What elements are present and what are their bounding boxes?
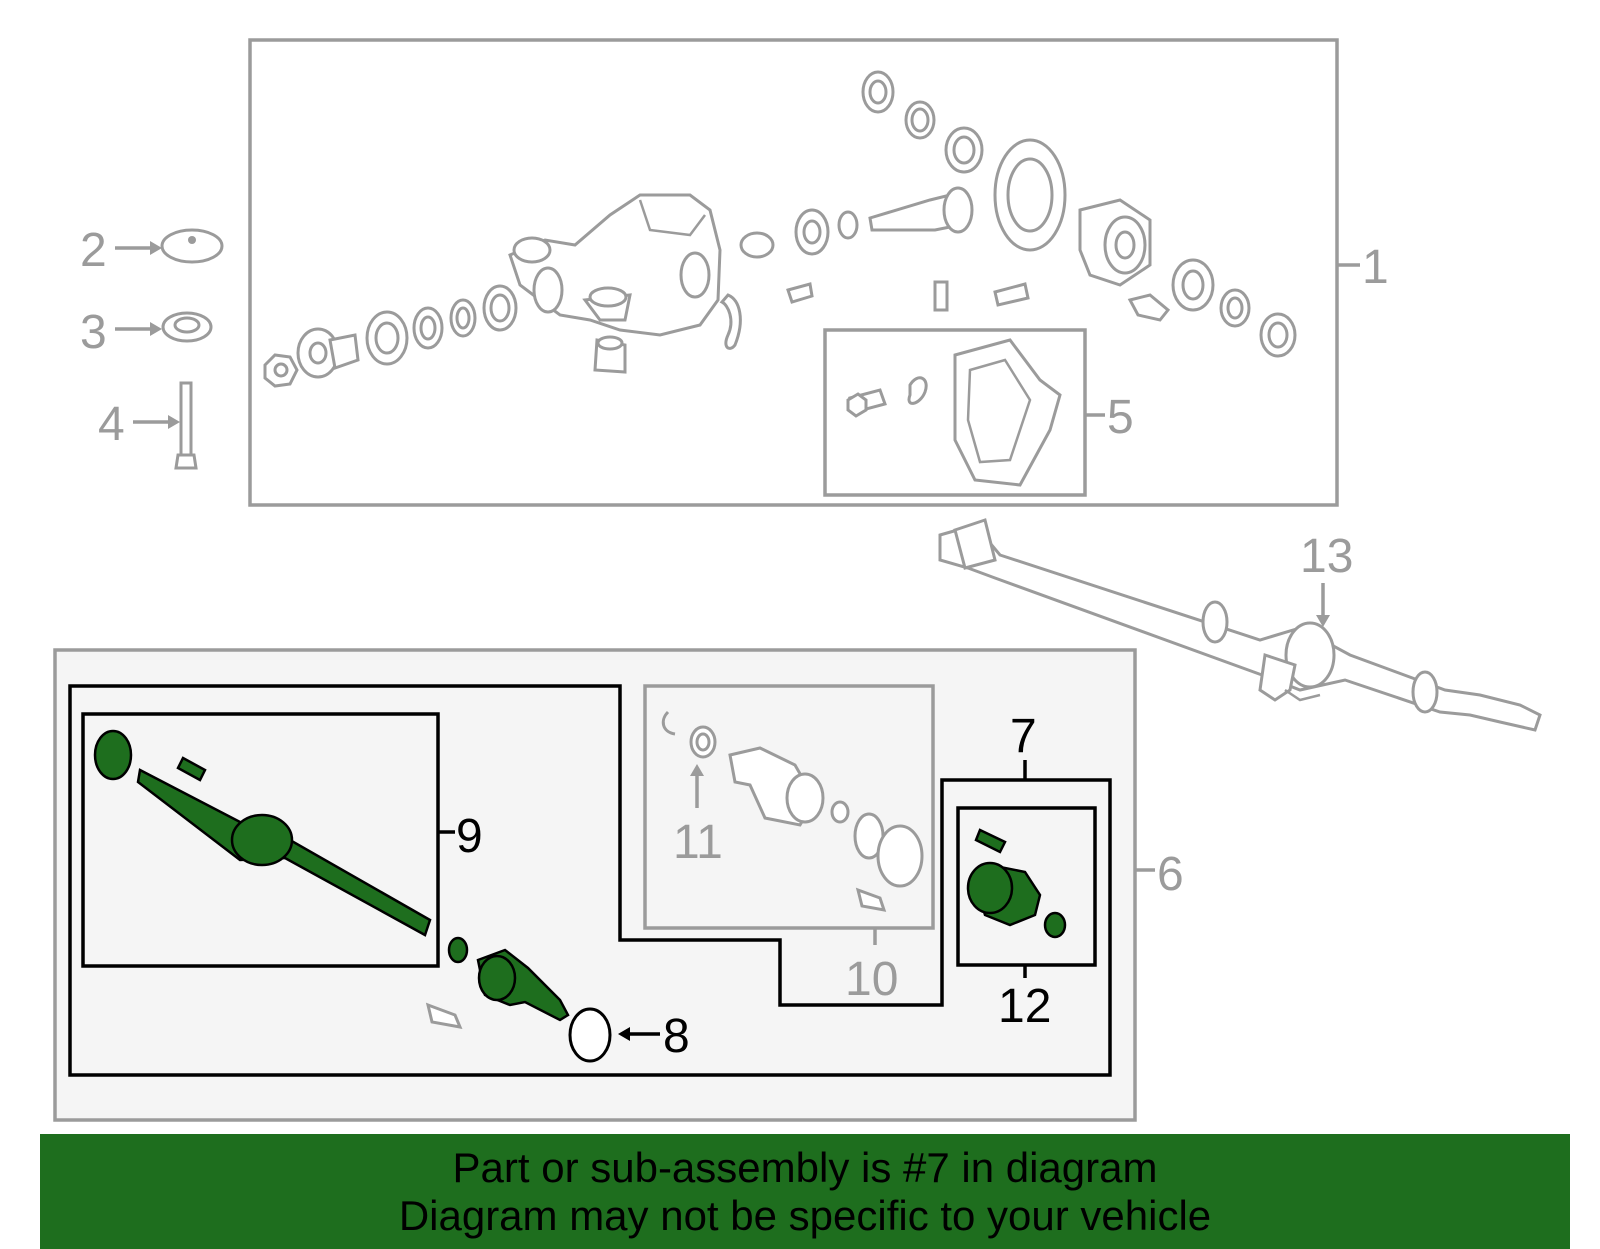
cover-group: 5 xyxy=(823,328,1134,497)
inner-joint-parts-10 xyxy=(661,710,924,912)
group-1-box xyxy=(248,38,1339,507)
banner-line-2: Diagram may not be specific to your vehi… xyxy=(398,1192,1212,1239)
callout-12[interactable]: 12 xyxy=(998,980,1051,1033)
callout-13[interactable]: 13 xyxy=(1300,530,1353,583)
clip-part-8[interactable] xyxy=(568,1007,612,1063)
washer-part-2[interactable] xyxy=(160,228,224,264)
callout-11[interactable]: 11 xyxy=(673,816,723,869)
boot-kit-part-12[interactable] xyxy=(966,828,1067,939)
callout-3[interactable]: 3 xyxy=(80,306,107,359)
callout-5[interactable]: 5 xyxy=(1107,391,1134,444)
callout-6[interactable]: 6 xyxy=(1157,848,1184,901)
left-pinion-parts xyxy=(263,284,518,388)
callout-7[interactable]: 7 xyxy=(1010,710,1037,763)
callout-9[interactable]: 9 xyxy=(456,810,483,863)
inner-joint-green[interactable] xyxy=(425,936,570,1029)
differential-assembly-group: 1 xyxy=(248,38,1389,507)
callout-10[interactable]: 10 xyxy=(845,953,898,1006)
group-9-box xyxy=(81,712,440,968)
callout-1[interactable]: 1 xyxy=(1362,241,1389,294)
group-10-box xyxy=(643,684,935,930)
bolt-part-4[interactable] xyxy=(179,381,193,460)
info-banner: Part or sub-assembly is #7 in diagram Di… xyxy=(40,1134,1570,1249)
callout-2[interactable]: 2 xyxy=(80,224,107,277)
outer-shaft-part-9[interactable] xyxy=(93,729,432,937)
group-5-box xyxy=(823,328,1087,497)
drive-shaft-13: 13 xyxy=(938,518,1542,732)
callout-8[interactable]: 8 xyxy=(663,1010,690,1063)
differential-carrier-housing xyxy=(508,193,742,374)
sub-assembly-outline xyxy=(68,684,1112,1077)
loose-parts-2-4: 2 3 4 xyxy=(80,224,224,470)
callout-4[interactable]: 4 xyxy=(98,398,125,451)
axle-shaft-group-6: 6 10 11 9 xyxy=(53,648,1184,1122)
banner-line-1: Part or sub-assembly is #7 in diagram xyxy=(452,1144,1158,1191)
ring-pinion-and-case xyxy=(739,70,1297,358)
